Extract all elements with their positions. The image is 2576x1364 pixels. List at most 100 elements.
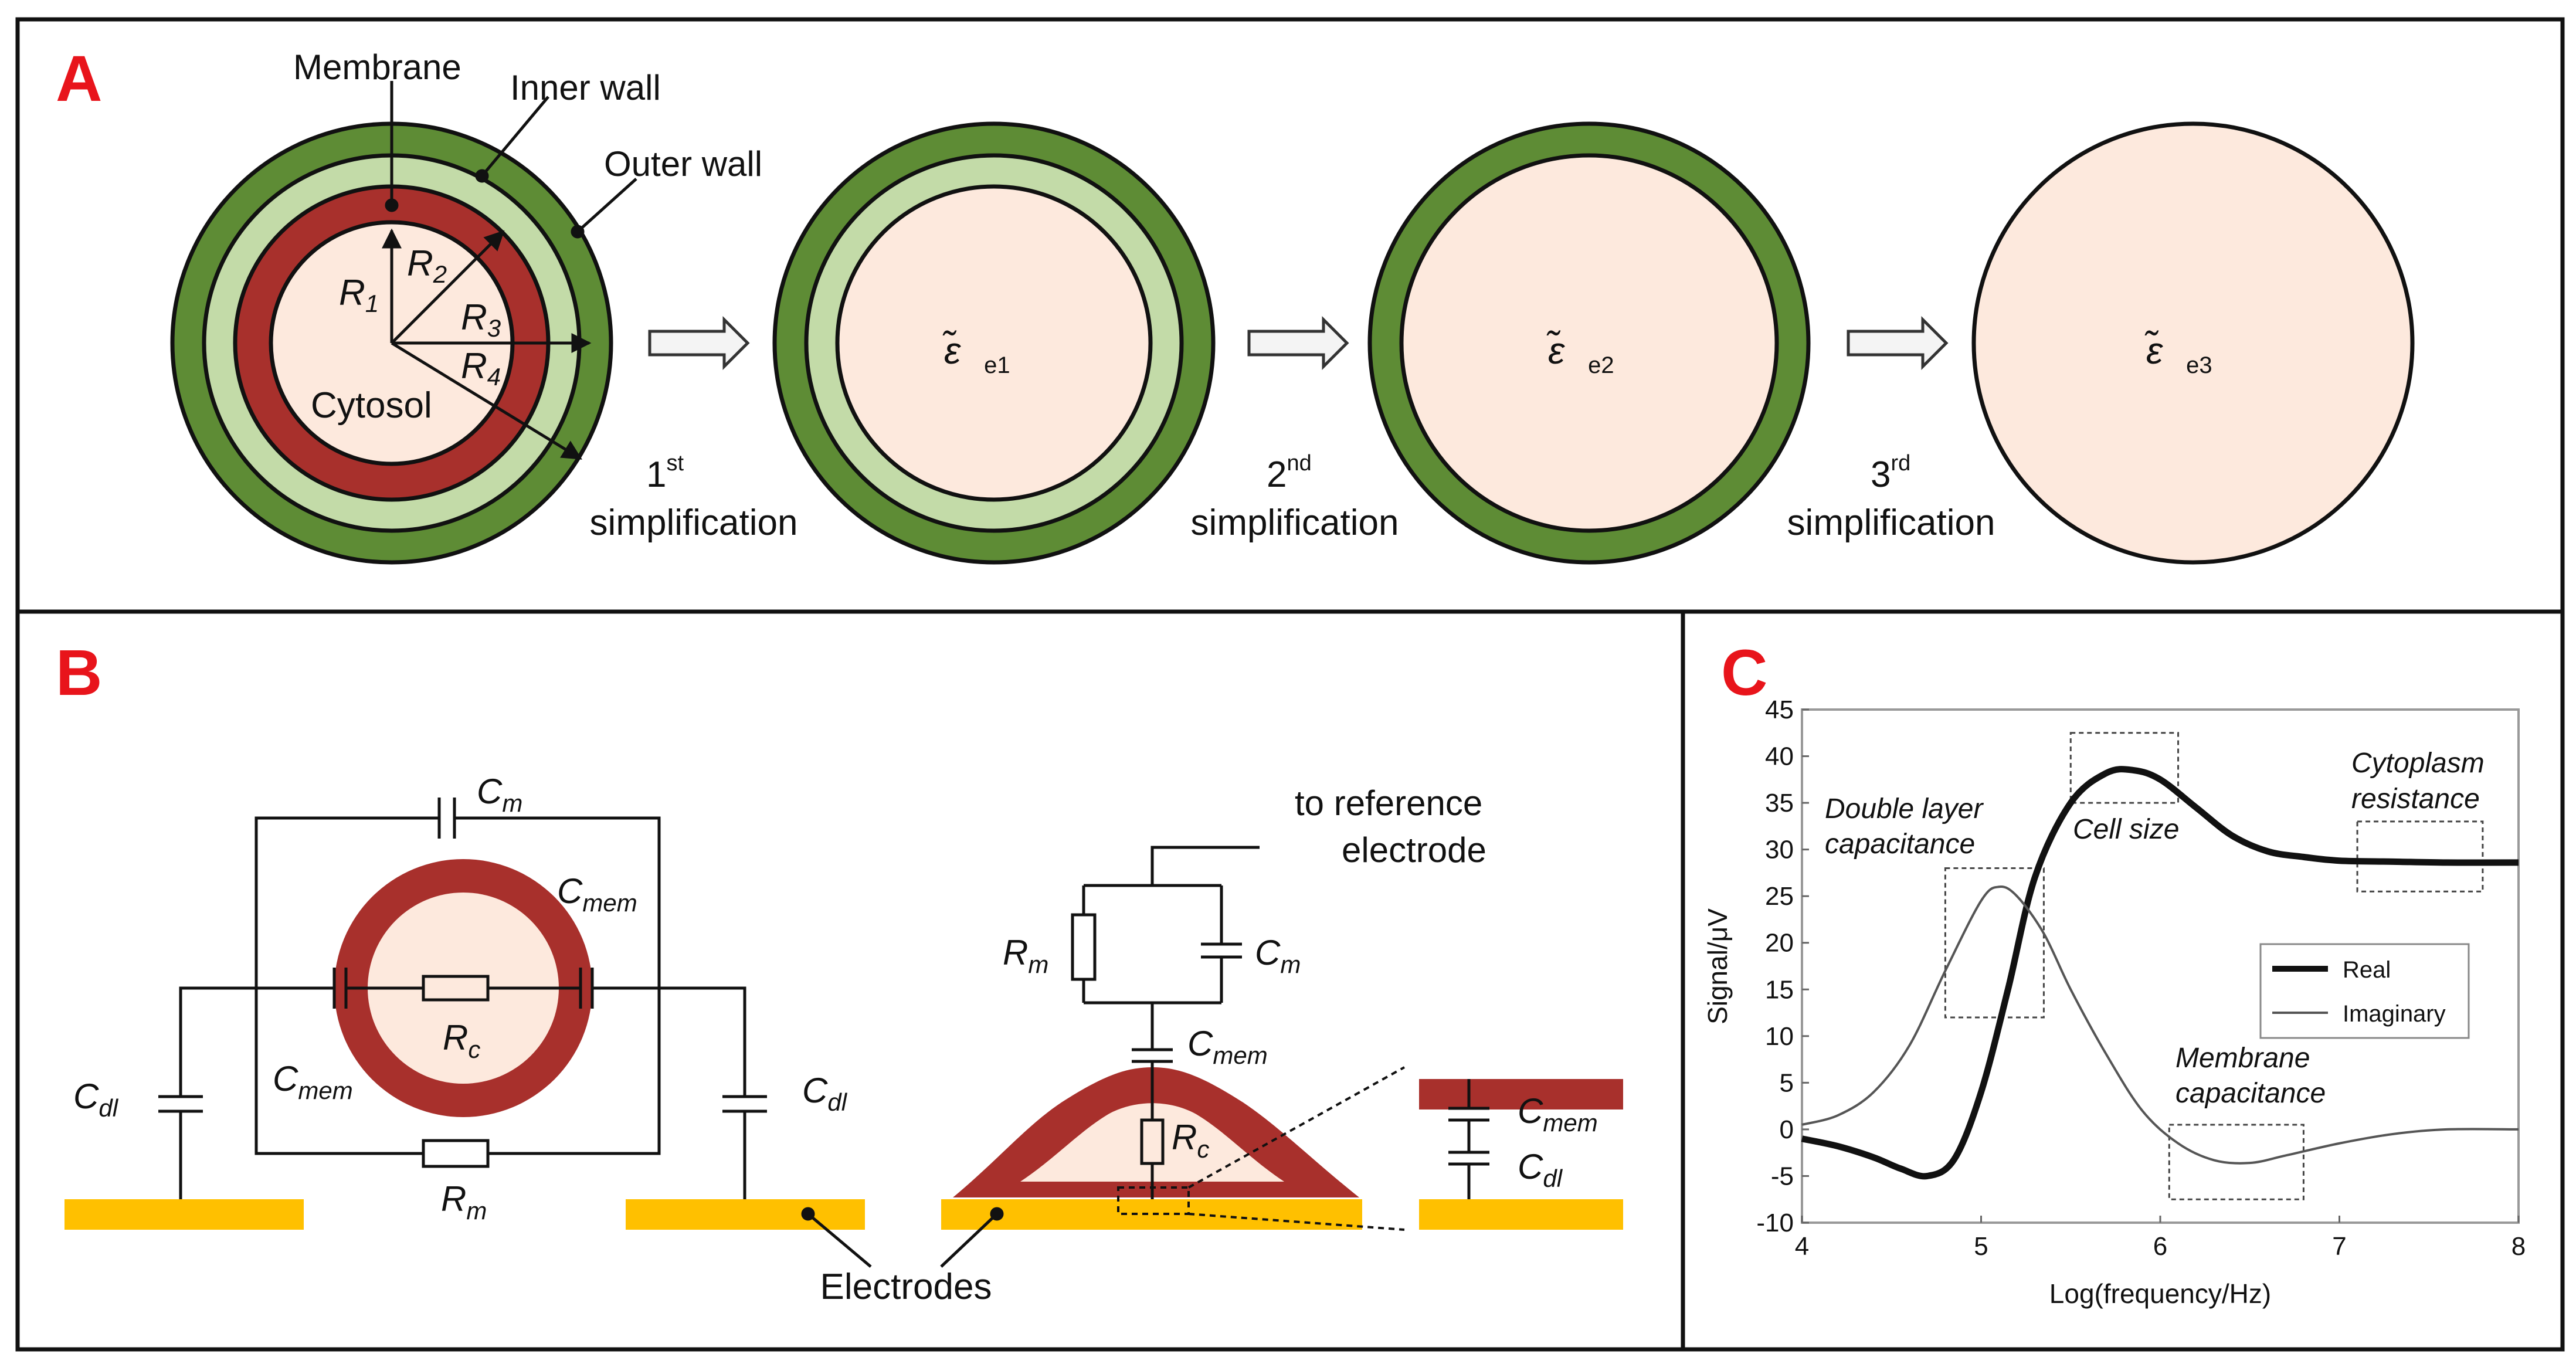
cdl-main-inset: C bbox=[1518, 1147, 1543, 1186]
svg-text:Cmem: Cmem bbox=[557, 871, 637, 917]
r2-sub: 2 bbox=[433, 260, 447, 288]
y-tick-label: 25 bbox=[1765, 882, 1794, 911]
panel-a: A R1 R2 R3 R4 Cytosol bbox=[56, 43, 2415, 565]
annot-double-layer-1: Double layer bbox=[1825, 793, 1984, 824]
cmem-sub-inset: mem bbox=[1543, 1109, 1597, 1136]
svg-text:Cmem: Cmem bbox=[273, 1059, 353, 1104]
y-tick-label: 10 bbox=[1765, 1022, 1794, 1051]
step3-word: simplification bbox=[1787, 503, 1995, 543]
cdl-sub-left: dl bbox=[99, 1094, 118, 1122]
annot-membrane-2: capacitance bbox=[2175, 1078, 2326, 1109]
cmem-main-left: C bbox=[273, 1059, 298, 1098]
svg-text:Rc: Rc bbox=[443, 1018, 480, 1063]
cdl-main-right: C bbox=[802, 1071, 828, 1110]
r4-main: R bbox=[461, 346, 487, 386]
radius-arrows bbox=[382, 228, 592, 460]
r3-main: R bbox=[461, 297, 487, 338]
rm-sub-right: m bbox=[1028, 951, 1048, 978]
panel-b-letter: B bbox=[56, 637, 102, 709]
cytosol-label: Cytosol bbox=[311, 385, 432, 426]
svg-text:R1: R1 bbox=[339, 273, 379, 317]
step3-sup: rd bbox=[1891, 451, 1910, 476]
cm-sub-right: m bbox=[1280, 951, 1301, 978]
cdl-sub-inset: dl bbox=[1543, 1165, 1563, 1192]
panel-c-letter: C bbox=[1721, 637, 1767, 709]
svg-text:ε̃e2: ε̃e2 bbox=[1546, 330, 1614, 378]
ref-electrode-line2: electrode bbox=[1342, 830, 1486, 870]
annot-cytoplasm-2: resistance bbox=[2351, 783, 2480, 815]
y-tick-label: 45 bbox=[1765, 695, 1794, 724]
chart-annotations: Double layer capacitance Cell size Cytop… bbox=[1825, 748, 2485, 1109]
annot-membrane-1: Membrane bbox=[2175, 1043, 2310, 1074]
svg-text:Cm: Cm bbox=[477, 772, 522, 817]
eps3-symbol: ε̃ bbox=[2144, 330, 2163, 372]
rm-sub-left: m bbox=[466, 1197, 487, 1224]
svg-text:Cdl: Cdl bbox=[73, 1077, 119, 1122]
r2-main: R bbox=[407, 243, 433, 284]
svg-text:Cdl: Cdl bbox=[1518, 1147, 1563, 1192]
x-tick-label: 7 bbox=[2332, 1232, 2346, 1261]
step1-sup: st bbox=[666, 451, 684, 476]
eps1-sub: e1 bbox=[984, 352, 1010, 378]
annot-cytoplasm-1: Cytoplasm bbox=[2351, 748, 2485, 779]
membrane-label: Membrane bbox=[293, 47, 461, 87]
x-tick-label: 8 bbox=[2511, 1232, 2526, 1261]
svg-text:Cmem: Cmem bbox=[1187, 1024, 1268, 1069]
step-arrows bbox=[648, 315, 1949, 371]
svg-text:Cdl: Cdl bbox=[802, 1071, 848, 1116]
step3-num: 3 bbox=[1871, 454, 1891, 495]
eps2-sub: e2 bbox=[1588, 352, 1614, 378]
cell-simplified-1 bbox=[772, 121, 1216, 565]
zoom-inset bbox=[1419, 1079, 1623, 1199]
svg-text:ε̃e3: ε̃ e3 bbox=[2144, 330, 2212, 378]
cmem-main-right: C bbox=[557, 871, 583, 911]
annotation-box bbox=[2069, 732, 2180, 804]
y-tick-label: 15 bbox=[1765, 975, 1794, 1004]
outer-wall-label: Outer wall bbox=[604, 144, 762, 184]
electrode-pads bbox=[65, 1199, 1623, 1230]
r4-sub: 4 bbox=[487, 363, 501, 391]
x-tick-label: 6 bbox=[2153, 1232, 2167, 1261]
rm-main-right: R bbox=[1003, 933, 1028, 972]
series-line-real bbox=[1801, 766, 2519, 1180]
svg-text:3rd: 3rd bbox=[1871, 451, 1910, 495]
cmem-sub-right: mem bbox=[582, 889, 637, 917]
x-tick-label: 5 bbox=[1974, 1232, 1988, 1261]
y-tick-label: -10 bbox=[1756, 1209, 1794, 1237]
r1-sub: 1 bbox=[365, 290, 379, 317]
cmem-sub-left: mem bbox=[298, 1077, 352, 1104]
chart-legend: Real Imaginary bbox=[2259, 943, 2470, 1039]
callout-lines bbox=[385, 81, 637, 239]
x-tick-label: 4 bbox=[1795, 1232, 1809, 1261]
cdl-sub-right: dl bbox=[827, 1088, 847, 1116]
panel-a-letter: A bbox=[56, 43, 102, 115]
cell-simplified-3 bbox=[1971, 121, 2415, 565]
electrodes-callout bbox=[801, 1207, 1004, 1268]
series-line-imaginary bbox=[1801, 885, 2519, 1165]
rc-sub-right: c bbox=[1197, 1135, 1209, 1163]
rc-main-right: R bbox=[1172, 1118, 1197, 1157]
chart-xlabel: Log(frequency/Hz) bbox=[2049, 1278, 2271, 1309]
left-circuit-wires bbox=[158, 798, 767, 1199]
y-tick-label: -5 bbox=[1771, 1162, 1794, 1190]
svg-text:Cmem: Cmem bbox=[1518, 1091, 1598, 1136]
inner-wall-label: Inner wall bbox=[510, 68, 661, 107]
svg-text:R2: R2 bbox=[407, 243, 447, 288]
eps3-sub: e3 bbox=[2186, 352, 2212, 378]
svg-text:ε̃e1: ε̃ e1 bbox=[942, 330, 1010, 378]
step-labels: 1st simplification 2nd simplification 3r… bbox=[590, 451, 1995, 543]
y-tick-label: 0 bbox=[1780, 1115, 1794, 1144]
step2-num: 2 bbox=[1267, 454, 1287, 495]
annot-double-layer-2: capacitance bbox=[1825, 829, 1975, 860]
r3-sub: 3 bbox=[487, 314, 501, 342]
svg-text:Rm: Rm bbox=[1003, 933, 1048, 978]
cm-sub-left: m bbox=[502, 789, 522, 817]
cmem-main-mid: C bbox=[1187, 1024, 1213, 1063]
svg-text:Cm: Cm bbox=[1255, 933, 1301, 978]
svg-text:Rc: Rc bbox=[1172, 1118, 1209, 1163]
eps1-symbol: ε̃ bbox=[942, 330, 961, 372]
cell-simplified-2 bbox=[1367, 121, 1811, 565]
